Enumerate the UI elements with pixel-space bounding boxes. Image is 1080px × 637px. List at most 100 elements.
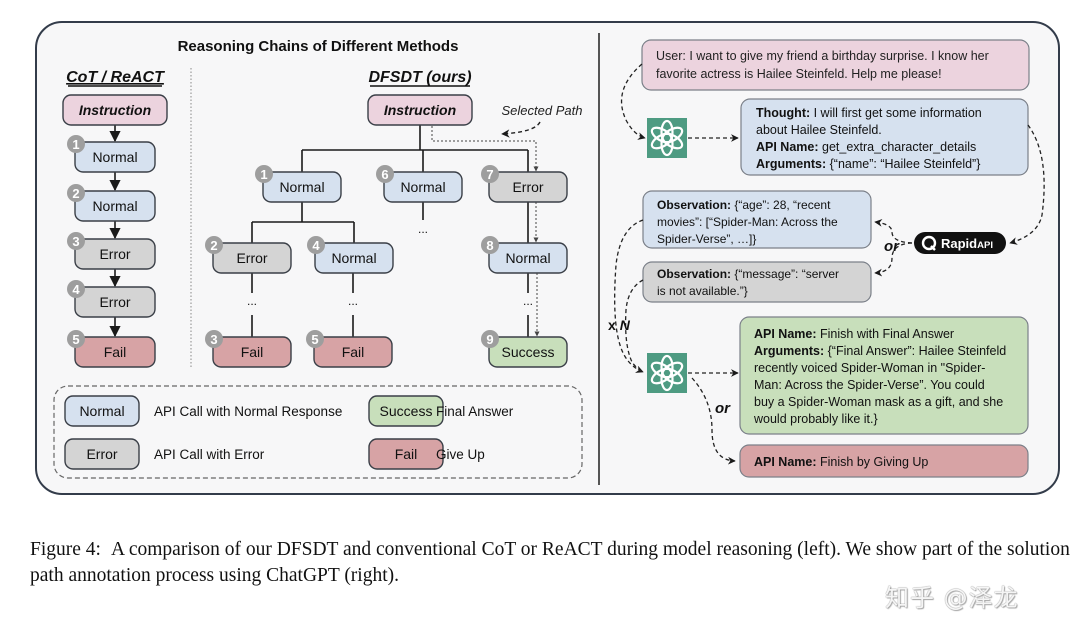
dfsdt-node-3-label: Fail (241, 344, 264, 360)
legend-swatch-error-box (64, 438, 140, 470)
rapidapi-to-observation-err-arrow (874, 242, 913, 277)
cot-chain: InstructionNormal1Normal2Error3Error4Fai… (62, 94, 168, 368)
dfsdt-node-4-box (314, 242, 394, 274)
final-arguments-line: Arguments: {“Final Answer”: Hailee Stein… (754, 344, 1006, 358)
observation-error-box (642, 261, 872, 303)
dfsdt-node-5-label: Fail (342, 344, 365, 360)
repeat-n-label: x N (608, 317, 631, 333)
cot-node-2-label: Normal (92, 198, 137, 214)
step-number: 2 (210, 238, 217, 253)
legend-swatch-success-box (368, 395, 444, 427)
observation-success-box (642, 190, 872, 249)
step-number-badge (255, 165, 273, 183)
cot-node-5-label: Fail (104, 344, 127, 360)
api-name-line: API Name: get_extra_character_details (756, 140, 976, 154)
dfsdt-node-9-label: Success (502, 344, 555, 360)
legend: Normal API Call with Normal ResponseError… (64, 395, 514, 470)
cot-node-4-label: Error (99, 294, 130, 310)
openai-logo-icon (647, 353, 687, 393)
legend-description: Give Up (436, 447, 485, 462)
legend-box (53, 385, 583, 479)
rapidapi-logo-icon (921, 235, 937, 251)
step-number: 3 (210, 332, 217, 347)
dfsdt-node-7: Error 7 (481, 165, 568, 203)
rapidapi-badge: RapidAPI (914, 232, 1006, 254)
figure-caption: Figure 4:A comparison of our DFSDT and c… (30, 537, 1070, 589)
final-arguments-line: recently voiced Spider-Woman in "Spider- (754, 361, 985, 375)
dfsdt-tree: InstructionNormal1Error2Fail3Normal4Fail… (205, 94, 568, 368)
legend-swatch-fail: Fail (368, 438, 444, 470)
watermark: 知乎 @泽龙 (885, 584, 1019, 612)
legend-swatch-error-label: Error (86, 446, 117, 462)
dfsdt-node-8-label: Normal (505, 250, 550, 266)
openai-logo-icon (647, 118, 687, 158)
legend-swatch-fail-label: Fail (395, 446, 418, 462)
dfsdt-node-6-box (383, 171, 463, 203)
observation-line: Observation: {“message”: “server (657, 267, 839, 281)
thought-line: about Hailee Steinfeld. (756, 123, 882, 137)
cot-instruction-box (62, 94, 168, 126)
give-up-box (739, 444, 1029, 478)
cot-node-3-box (74, 238, 156, 270)
or-label: or (715, 400, 731, 417)
ellipsis: ... (348, 294, 358, 308)
dfsdt-node-7-label: Error (512, 179, 543, 195)
chatgpt-annotation-panel: User: I want to give my friend a birthda… (608, 39, 1045, 478)
rapidapi-to-observation-ok-arrow (874, 218, 913, 244)
cot-node-1-box (74, 141, 156, 173)
selected-path-label: Selected Path (502, 103, 583, 118)
dfsdt-node-4-label: Normal (331, 250, 376, 266)
selected-path-pointer (501, 121, 541, 138)
cot-instruction: Instruction (62, 94, 168, 126)
legend-swatch-success: Success (368, 395, 444, 427)
step-number: 1 (72, 137, 79, 152)
dfsdt-node-1-label: Normal (279, 179, 324, 195)
step-number-badge (67, 280, 85, 298)
dfsdt-node-3: Fail 3 (205, 330, 292, 368)
caption-label: Figure 4: (30, 539, 101, 560)
dfsdt-instruction-label: Instruction (384, 102, 456, 118)
observation-line: is not available.”} (657, 284, 748, 298)
dfsdt-node-6-label: Normal (400, 179, 445, 195)
observation-line: Observation: {“age”: 28, “recent (657, 198, 831, 212)
step-number-badge (376, 165, 394, 183)
legend-description: API Call with Normal Response (154, 404, 342, 419)
dfsdt-node-7-box (488, 171, 568, 203)
step-number-badge (205, 330, 223, 348)
cot-instruction-label: Instruction (79, 102, 151, 118)
thought-to-rapidapi-arrow (1009, 124, 1045, 245)
selected-path-edge (431, 126, 539, 172)
observation-line: Spider-Verse”, …]} (657, 232, 756, 246)
thought-line: Thought: I will first get some informati… (756, 106, 982, 120)
dfsdt-edges: ............ (247, 121, 541, 337)
observation-err-loop-arrow (624, 279, 644, 373)
step-number-badge (205, 236, 223, 254)
dfsdt-node-5-box (313, 336, 393, 368)
legend-swatch-normal-label: Normal (79, 403, 124, 419)
dfsdt-node-2-box (212, 242, 292, 274)
dfsdt-heading: DFSDT (ours) (368, 69, 471, 86)
step-number-badge (481, 236, 499, 254)
cot-node-3-label: Error (99, 246, 130, 262)
dfsdt-node-9-box (488, 336, 568, 368)
ellipsis: ... (418, 222, 428, 236)
cot-node-1-label: Normal (92, 149, 137, 165)
final-arguments-line: Man: Across the Spider-Verse”. You could (754, 378, 985, 392)
dfsdt-node-1-box (262, 171, 342, 203)
step-number: 2 (72, 186, 79, 201)
step-number-badge (481, 165, 499, 183)
step-number: 7 (486, 167, 493, 182)
dfsdt-instruction-box (367, 94, 473, 126)
legend-swatch-fail-box (368, 438, 444, 470)
step-number-badge (67, 184, 85, 202)
user-message-box (641, 39, 1030, 91)
user-message-line: User: I want to give my friend a birthda… (656, 49, 989, 63)
dfsdt-instruction: Instruction (367, 94, 473, 126)
thought-box (740, 98, 1029, 176)
